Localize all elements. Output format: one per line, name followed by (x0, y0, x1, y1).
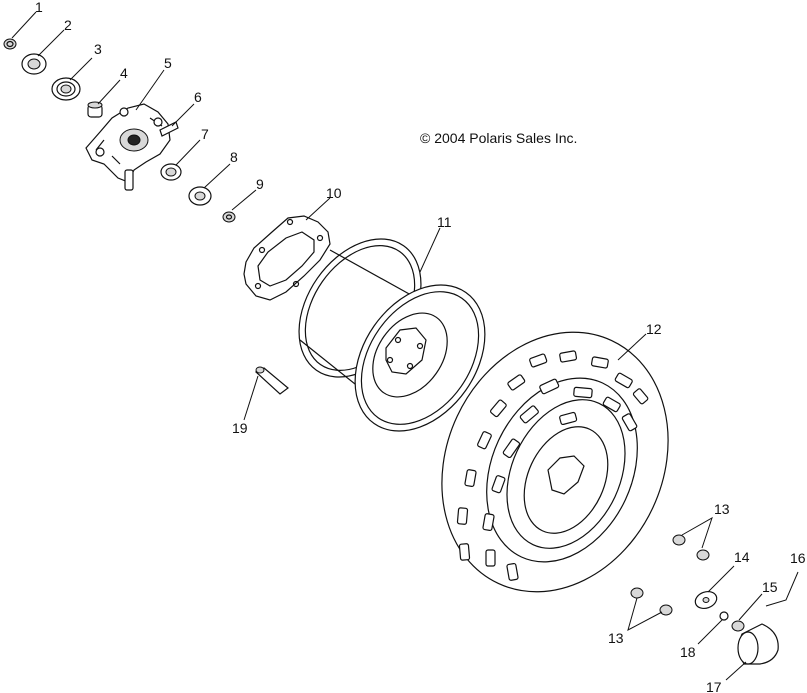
part-17-hub-cap (737, 623, 779, 665)
callout-15: 15 (762, 579, 778, 595)
callout-1: 1 (35, 0, 43, 15)
callout-6: 6 (194, 89, 202, 105)
callout-12: 12 (646, 321, 662, 337)
part-2-washer (21, 53, 47, 75)
callout-16: 16 (790, 550, 806, 566)
callout-14: 14 (734, 549, 750, 565)
part-6-bolt (159, 121, 179, 137)
callout-18: 18 (680, 644, 696, 660)
tire-tread (456, 350, 649, 581)
part-4-spacer (87, 101, 103, 118)
part-12-tire (441, 331, 669, 593)
callout-3: 3 (94, 41, 102, 57)
part-15-nut (731, 620, 745, 632)
part-19-valve-stem (254, 366, 289, 395)
part-11-rim (298, 238, 486, 432)
part-5-hub-knuckle (85, 103, 171, 191)
callout-11: 11 (437, 214, 452, 230)
part-18-o-ring (719, 611, 729, 621)
callout-labels: 1 2 3 4 5 6 7 8 9 10 11 12 13 13 14 15 1… (35, 0, 806, 693)
callout-19: 19 (232, 420, 248, 436)
part-9-nut (222, 211, 236, 223)
callout-7: 7 (201, 126, 209, 142)
callout-10: 10 (326, 185, 342, 201)
part-7-bearing (160, 163, 182, 181)
callout-13-upper: 13 (714, 501, 730, 517)
part-10-gasket (243, 215, 331, 301)
part-3-bearing (51, 77, 81, 101)
callout-17: 17 (706, 679, 722, 693)
copyright-text: © 2004 Polaris Sales Inc. (420, 130, 577, 146)
callout-8: 8 (230, 149, 238, 165)
part-8-seal (188, 186, 212, 206)
callout-4: 4 (120, 65, 128, 81)
part-14-washer (694, 590, 718, 610)
callout-2: 2 (64, 17, 72, 33)
callout-9: 9 (256, 176, 264, 192)
part-1-seal (3, 38, 17, 50)
callout-13-lower: 13 (608, 630, 624, 646)
callout-5: 5 (164, 55, 172, 71)
part-13-nuts-upper (672, 534, 710, 561)
part-13-nuts-lower (630, 587, 673, 616)
leader-lines (11, 11, 799, 681)
